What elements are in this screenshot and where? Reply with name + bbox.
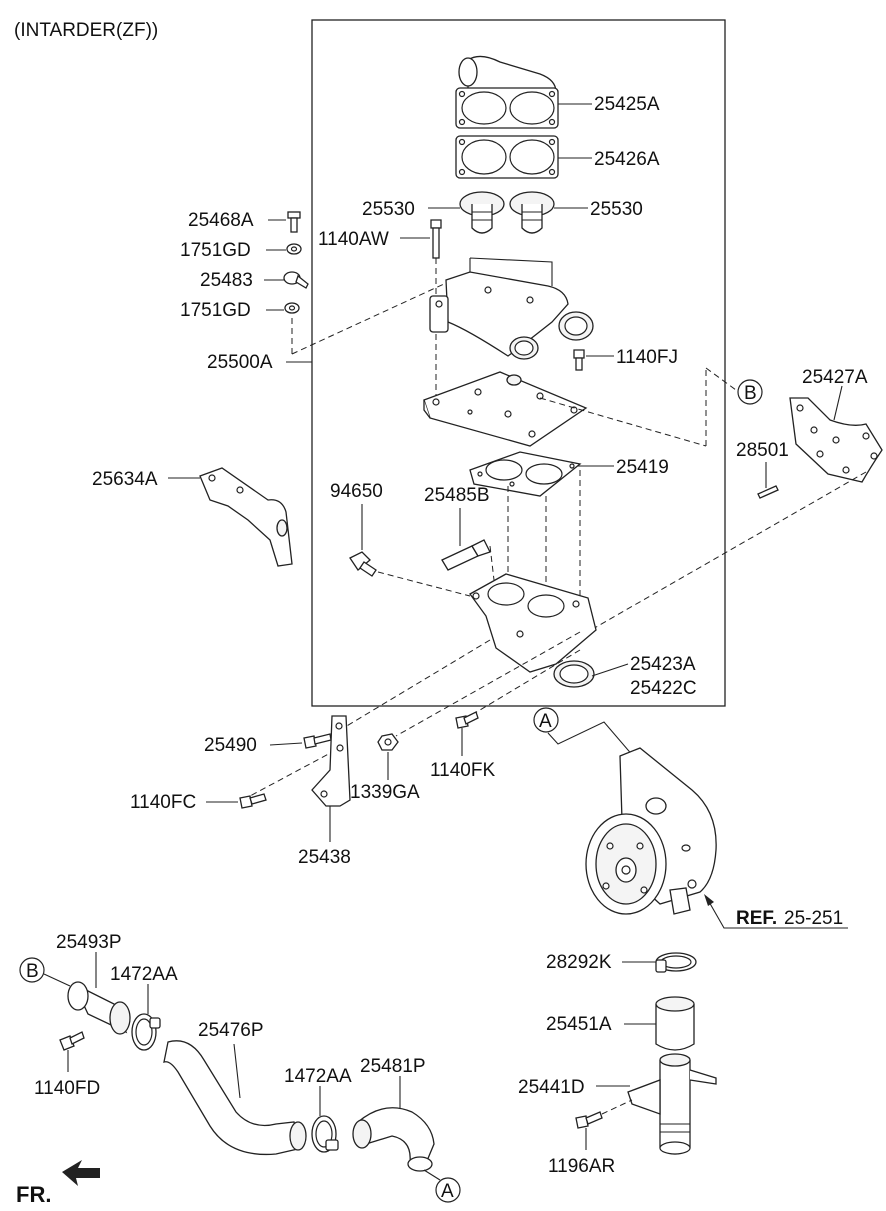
label-25451A: 25451A [546,1014,612,1035]
label-25419: 25419 [616,457,669,478]
part-1196AR-bolt[interactable] [575,1111,603,1129]
part-25493P-hose[interactable] [67,981,131,1035]
label-25438: 25438 [298,847,351,868]
label-25468A: 25468A [188,210,254,231]
label-94650: 94650 [330,481,383,502]
part-25419-gasket[interactable] [469,451,582,497]
part-25530-thermostat-left[interactable] [459,191,505,234]
label-25441D: 25441D [518,1077,585,1098]
label-25481P: 25481P [360,1056,426,1077]
label-25634A: 25634A [92,469,158,490]
label-1751GD-bottom: 1751GD [180,300,251,321]
label-1472AA-left: 1472AA [110,964,178,985]
part-25438-bracket[interactable] [311,715,351,807]
label-1196AR: 1196AR [548,1156,615,1177]
part-25476P-hose[interactable] [163,1040,307,1156]
part-1140FK-bolt[interactable] [455,711,479,729]
marker-a-bottom-text: A [441,1181,454,1202]
label-25490: 25490 [204,735,257,756]
label-25530-right: 25530 [590,199,643,220]
label-1472AA-right: 1472AA [284,1066,352,1087]
label-25422C: 25422C [630,678,697,699]
label-25500A: 25500A [207,352,273,373]
label-25485B: 25485B [424,485,490,506]
part-25500A-housing-elbow[interactable] [429,257,594,360]
part-25468A-bolt[interactable] [287,211,301,233]
part-25485B-sensor[interactable] [441,539,491,571]
ref-label-number: 25-251 [784,908,843,929]
part-25483-fitting[interactable] [283,271,309,289]
label-1140FK: 1140FK [430,760,495,781]
label-1751GD-top: 1751GD [180,240,251,261]
part-1140FJ-bolt[interactable] [573,349,585,371]
part-25426A-gasket[interactable] [455,135,559,179]
part-28292K-clamp[interactable] [655,952,697,973]
front-direction-arrow-icon [62,1160,100,1186]
part-25481P-hose[interactable] [352,1107,435,1172]
label-28501: 28501 [736,440,789,461]
ref-arrow-head [704,894,714,906]
label-25426A: 25426A [594,149,660,170]
ref-label-bold: REF. [736,908,777,929]
part-25634A-bracket[interactable] [199,467,293,567]
part-1751GD-washer-bottom[interactable] [284,302,300,314]
label-1339GA: 1339GA [350,782,420,803]
front-direction-label: FR. [16,1182,51,1207]
part-1140FC-bolt[interactable] [239,793,267,809]
label-1140FJ: 1140FJ [616,347,678,368]
marker-b-left [19,957,45,983]
label-1140FD: 1140FD [34,1078,100,1099]
diagram-title: (INTARDER(ZF)) [14,20,158,41]
part-25425A-cover[interactable] [455,55,559,129]
marker-b-left-text: B [26,961,39,982]
part-adapter-plate[interactable] [423,371,588,447]
part-25451A-hose[interactable] [655,996,695,1051]
part-25423A-thermostat-housing[interactable] [469,573,597,688]
part-25530-thermostat-right[interactable] [509,191,555,234]
part-1339GA-nut[interactable] [377,733,399,751]
marker-a-top-text: A [539,711,552,732]
label-1140FC: 1140FC [130,792,196,813]
marker-a-top [533,707,559,733]
marker-a-bottom [435,1177,461,1203]
label-28292K: 28292K [546,952,612,973]
part-1472AA-clamp-right[interactable] [311,1115,339,1153]
part-1140AW-bolt[interactable] [430,219,442,259]
label-25425A: 25425A [594,94,660,115]
marker-b-right [737,379,763,405]
part-25427A-cover-gasket[interactable] [789,397,883,483]
part-1140FD-bolt[interactable] [59,1031,85,1051]
assembly-frame [311,19,726,707]
part-25441D-pipe[interactable] [627,1053,717,1155]
label-25530-left: 25530 [362,199,415,220]
label-25493P: 25493P [56,932,122,953]
part-25490-bolt[interactable] [303,733,332,749]
marker-b-right-text: B [744,383,757,404]
label-25427A: 25427A [802,367,868,388]
part-water-pump[interactable] [585,747,717,915]
part-1472AA-clamp-left[interactable] [131,1013,161,1051]
part-94650-sensor[interactable] [349,551,377,577]
label-25423A: 25423A [630,654,696,675]
label-25476P: 25476P [198,1020,264,1041]
label-25483: 25483 [200,270,253,291]
part-28501-stud[interactable] [757,485,779,499]
part-1751GD-washer-top[interactable] [286,243,302,255]
label-1140AW: 1140AW [318,229,389,250]
